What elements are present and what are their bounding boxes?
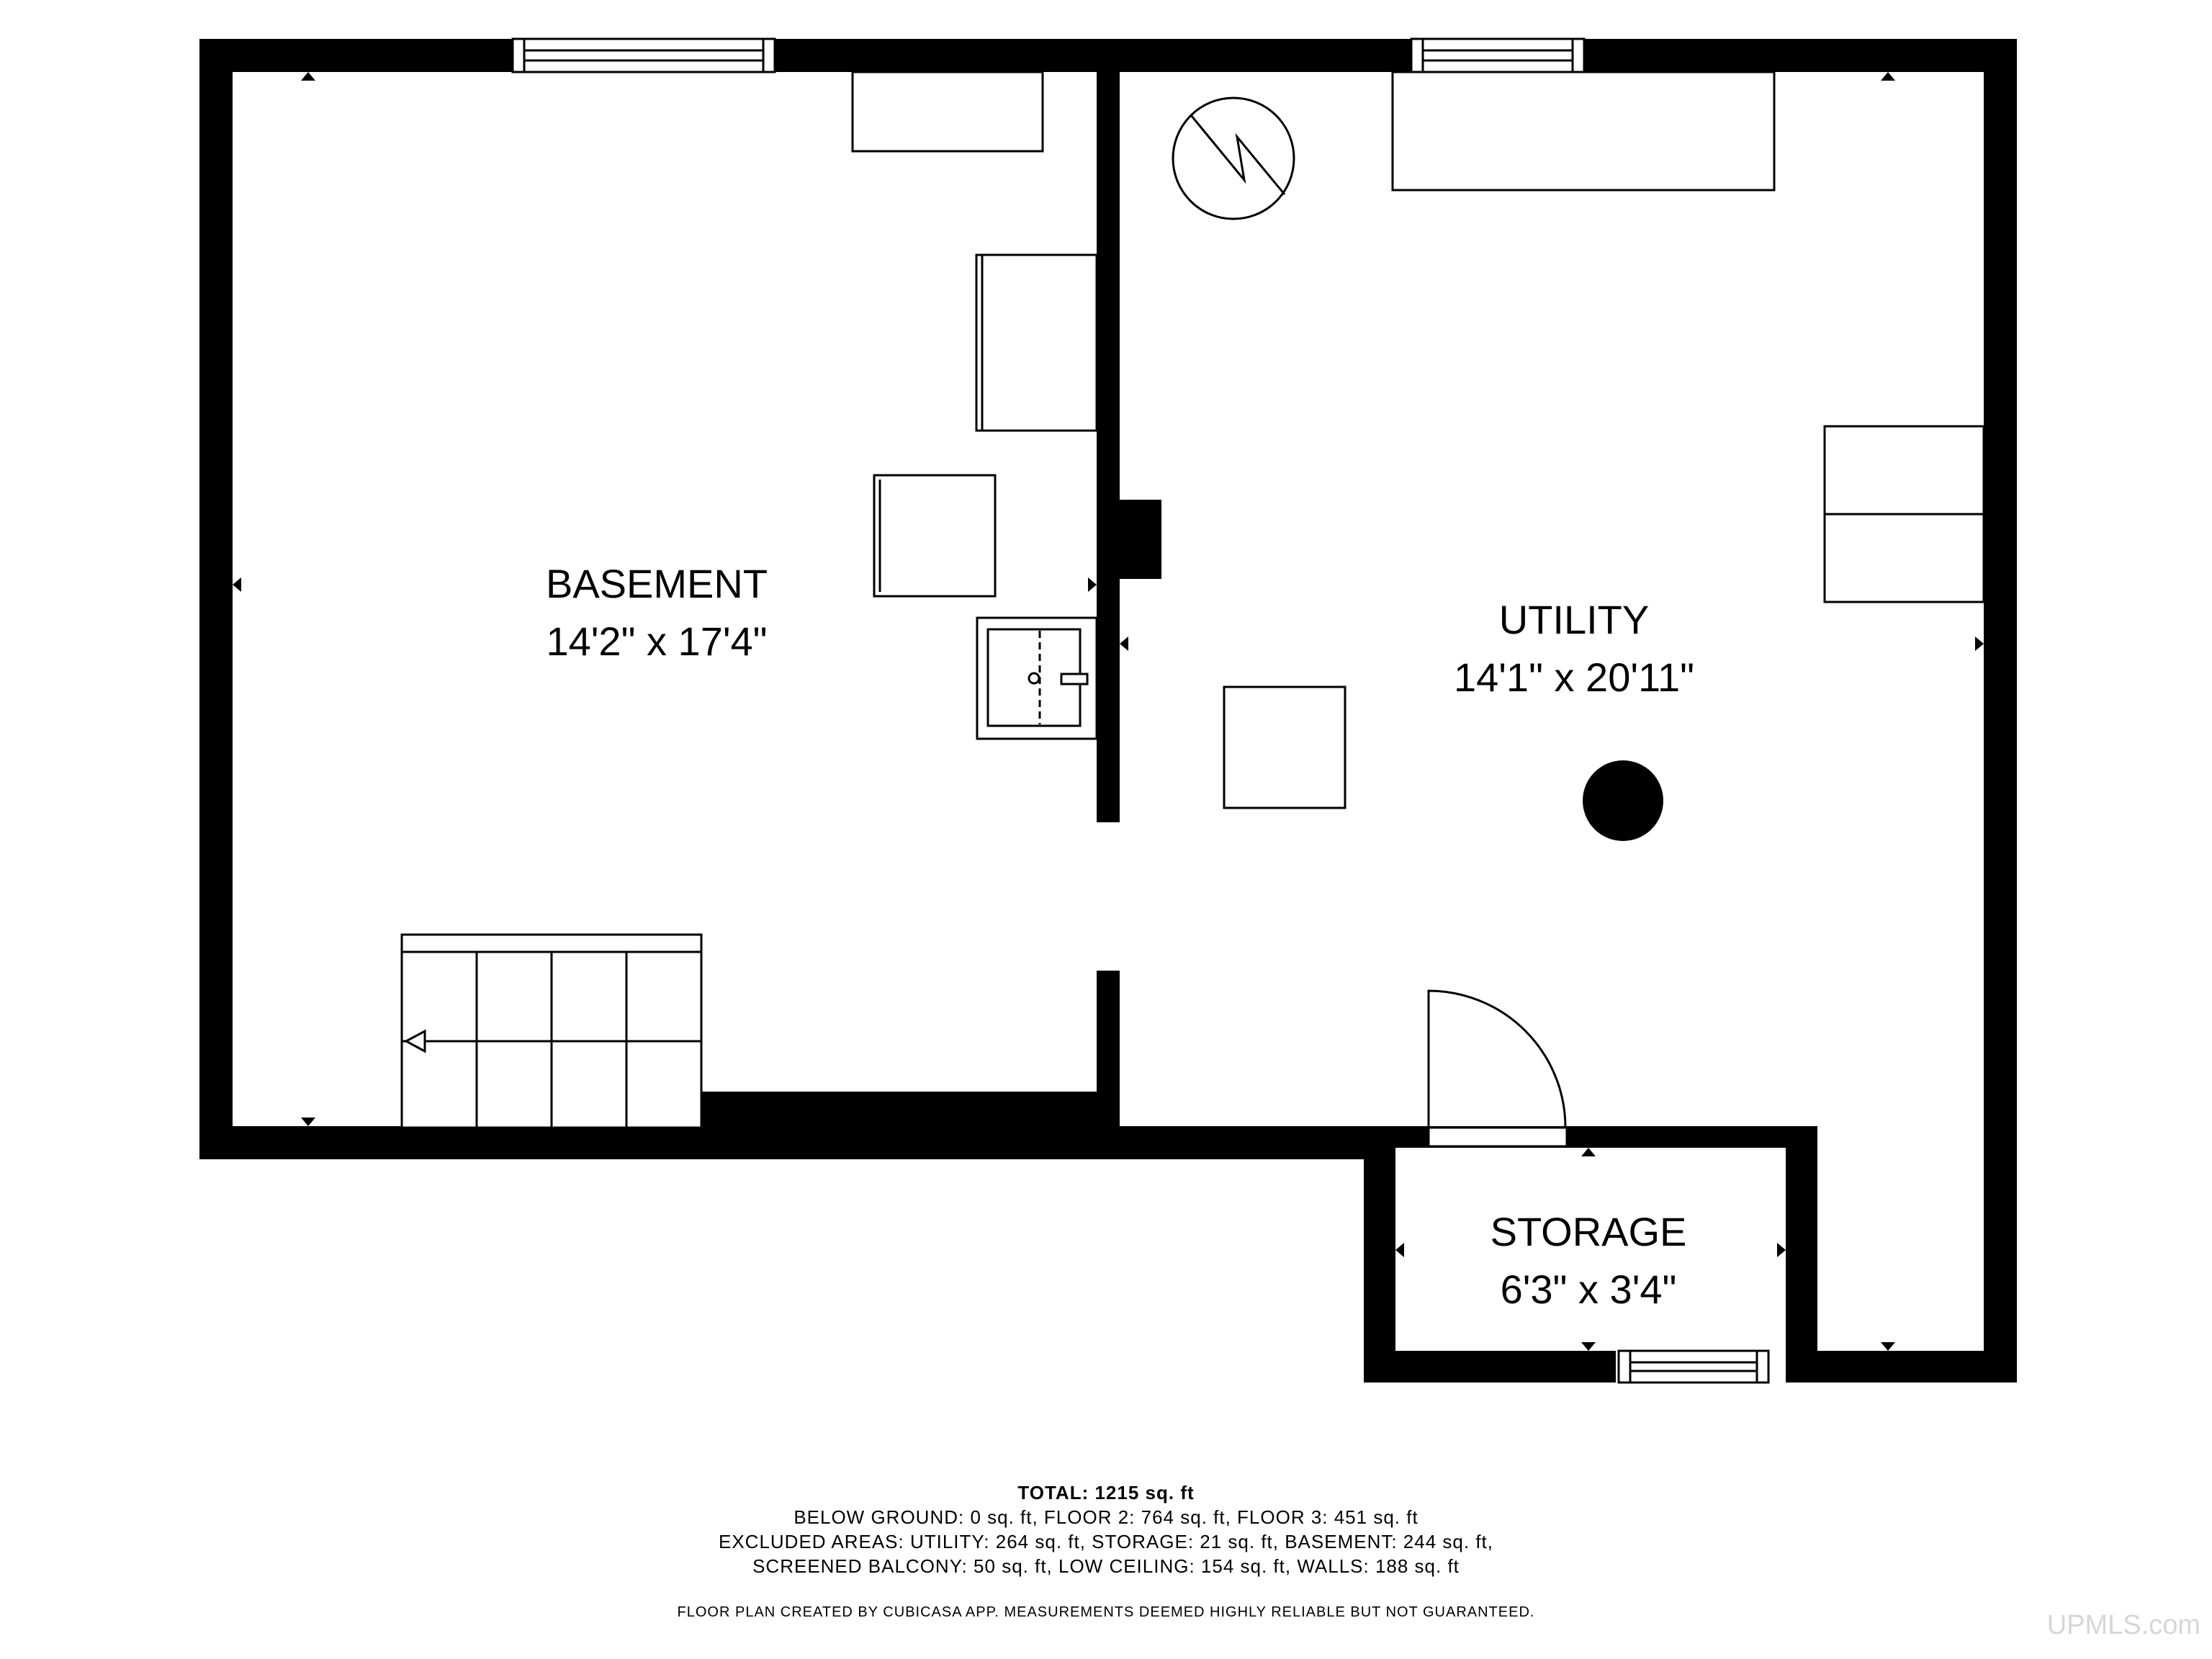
- wall-right: [1984, 39, 2017, 1382]
- room-name-basement: BASEMENT: [546, 561, 768, 606]
- area-breakdown-line-2: EXCLUDED AREAS: UTILITY: 264 sq. ft, STO…: [718, 1531, 1493, 1552]
- room-labels: BASEMENT 14'2" x 17'4" UTILITY 14'1" x 2…: [546, 561, 1694, 1312]
- room-name-utility: UTILITY: [1499, 597, 1649, 642]
- basement-washer: [873, 474, 997, 598]
- window-storage-bottom: [1617, 1349, 1770, 1384]
- dimension-markers: [233, 72, 1984, 1351]
- wall-storage-bottom: [1364, 1351, 1616, 1382]
- area-total: TOTAL: 1215 sq. ft: [1017, 1482, 1195, 1503]
- stairs-arrow-icon: [403, 1029, 426, 1053]
- interior-walls: [702, 39, 1161, 1159]
- basement-stairs: [400, 933, 703, 1129]
- basement-counter-top: [851, 71, 1044, 153]
- basement-fixtures: [400, 71, 1098, 1129]
- wall-divider-upper: [1097, 39, 1120, 822]
- window-basement-top: [511, 37, 776, 73]
- wall-bottom-right: [1786, 1351, 2017, 1382]
- disclaimer: FLOOR PLAN CREATED BY CUBICASA APP. MEAS…: [677, 1604, 1535, 1620]
- room-dimensions-basement: 14'2" x 17'4": [546, 619, 767, 664]
- window-utility-top: [1410, 37, 1586, 73]
- wall-storage-left: [1364, 1126, 1395, 1382]
- wall-left: [199, 39, 233, 1159]
- wall-storage-right: [1786, 1126, 1817, 1382]
- utility-column: [1583, 760, 1663, 841]
- chimney-block: [1120, 500, 1161, 579]
- electrical-panel-icon: [1172, 96, 1295, 220]
- utility-shelf-right: [1823, 425, 1985, 603]
- utility-counter-top: [1391, 71, 1776, 192]
- room-name-storage: STORAGE: [1491, 1209, 1687, 1254]
- windows: [511, 37, 1770, 1384]
- utility-water-heater: [1223, 685, 1346, 809]
- area-breakdown-line-1: BELOW GROUND: 0 sq. ft, FLOOR 2: 764 sq.…: [793, 1506, 1419, 1528]
- room-dimensions-storage: 6'3" x 3'4": [1501, 1267, 1677, 1312]
- utility-fixtures: [1172, 71, 1985, 1148]
- exterior-walls: [199, 39, 2017, 1382]
- basement-sink: [976, 616, 1098, 740]
- storage-door: [1427, 989, 1568, 1148]
- room-dimensions-utility: 14'1" x 20'11": [1454, 655, 1694, 700]
- basement-bottom-thick-wall: [702, 1092, 1120, 1159]
- basement-appliance: [975, 253, 1098, 432]
- watermark: UPMLS.com: [2046, 1610, 2200, 1640]
- area-breakdown-line-3: SCREENED BALCONY: 50 sq. ft, LOW CEILING…: [752, 1555, 1460, 1577]
